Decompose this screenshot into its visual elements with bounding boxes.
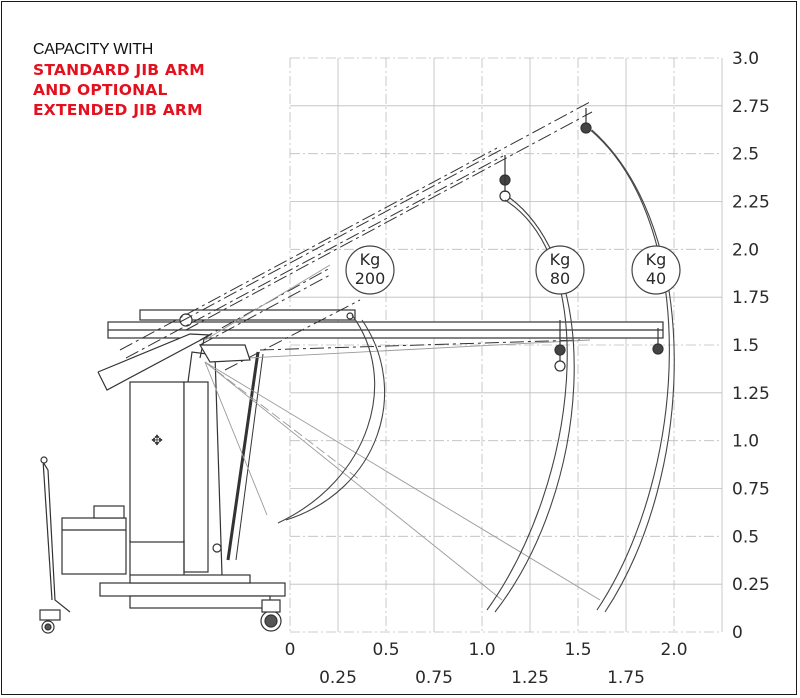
y-tick-label: 1.25 [732,384,770,404]
y-tick-label: 1.0 [732,432,759,452]
hook-icon [652,328,664,355]
chassis-rail [99,582,286,597]
reach-arcs [277,127,675,613]
x-tick-label: 0.5 [372,640,399,660]
y-tick-label: 1.75 [732,288,770,308]
x-tick-label: 1.25 [511,668,549,688]
x-tick-label: 0.25 [319,668,357,688]
y-tick-label: 1.5 [732,336,759,356]
y-tick-label: 2.5 [732,145,759,165]
x-tick-label: 1.75 [607,668,645,688]
capacity-80: Kg 80 [535,245,585,295]
x-tick-label: 2.0 [660,640,687,660]
caption-line-2: STANDARD JIB ARM [33,61,205,79]
capacity-40: Kg 40 [631,245,681,295]
hook-icon [554,320,566,372]
chassis-rail-lower [129,595,271,609]
capacity-200: Kg 200 [345,245,395,295]
caption-line-3: AND OPTIONAL [33,81,168,99]
capacity-value: 40 [646,269,666,288]
capacity-value: 200 [355,269,386,288]
caption-line-4: EXTENDED JIB ARM [33,101,203,119]
x-axis-labels-row1: 0 0.5 1.0 1.5 2.0 [285,640,688,660]
crane-drawing: ✥ [39,101,675,634]
wheel-icon [39,609,61,634]
y-tick-label: 0.25 [732,575,770,595]
x-tick-label: 1.5 [564,640,591,660]
y-tick-label: 0 [732,623,743,643]
capacity-labels: Kg 200 Kg 80 Kg 40 [345,245,681,295]
hook-icon [580,108,592,134]
y-tick-label: 2.0 [732,240,759,260]
y-tick-label: 2.75 [732,97,770,117]
caption: CAPACITY WITH STANDARD JIB ARM AND OPTIO… [33,40,205,120]
x-tick-label: 0 [285,640,296,660]
y-axis-labels: 3.0 2.75 2.5 2.25 2.0 1.75 1.5 1.25 1.0 0.75 0.5 0.… [732,49,770,643]
battery-box [61,505,127,575]
y-tick-label: 2.25 [732,193,770,213]
chassis-top [129,574,251,584]
capacity-unit: Kg [646,250,667,269]
svg-text:✥: ✥ [151,433,163,449]
wheel-icon [260,599,282,632]
x-tick-label: 0.75 [415,668,453,688]
y-tick-label: 3.0 [732,49,759,69]
x-axis-labels-row2: 0.25 0.75 1.25 1.75 [319,668,645,688]
y-tick-label: 0.5 [732,527,759,547]
caption-line-1: CAPACITY WITH [33,41,153,58]
capacity-unit: Kg [360,250,381,269]
capacity-value: 80 [550,269,570,288]
hook-icon [499,155,511,202]
capacity-unit: Kg [550,250,571,269]
tow-handle [42,461,71,613]
x-tick-label: 1.0 [468,640,495,660]
y-tick-label: 0.75 [732,480,770,500]
mast-body [129,381,185,543]
